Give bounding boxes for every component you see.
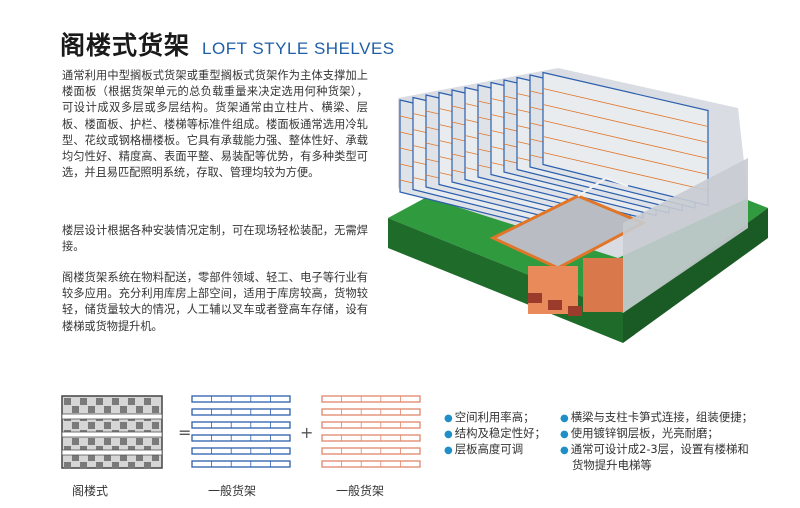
checker-cell xyxy=(88,406,95,413)
checker-cell xyxy=(120,454,127,461)
checker-cell xyxy=(120,438,127,445)
workstations xyxy=(528,293,582,316)
loft-shelf-beam xyxy=(61,449,163,456)
checker-cell xyxy=(104,438,111,445)
checker-cell xyxy=(72,406,79,413)
caption-loft: 阁楼式 xyxy=(72,484,109,498)
shelf-level xyxy=(191,434,291,442)
plus-sign: + xyxy=(300,423,313,442)
features-left: ●空间利用率高； ●结构及稳定性好； ●层板高度可调 xyxy=(444,410,546,458)
checker-cell xyxy=(120,406,127,413)
shelf-level xyxy=(321,460,421,468)
shelf-level xyxy=(321,434,421,442)
checker-cell xyxy=(104,454,111,461)
checker-cell xyxy=(104,406,111,413)
shelf-level xyxy=(321,408,421,416)
shelf-level xyxy=(191,395,291,403)
paragraph-application: 阁楼货架系统在物料配送，零部件领域、轻工、电子等行业有较多应用。充分利用库房上部… xyxy=(62,271,368,333)
checker-cell xyxy=(96,462,103,469)
title-row: 阁楼式货架 LOFT STYLE SHELVES xyxy=(60,26,395,60)
checker-cell xyxy=(88,454,95,461)
caption-normal-shelf-2: 一般货架 xyxy=(336,484,385,498)
checker-cell xyxy=(152,406,159,413)
shelf-beam xyxy=(542,152,709,191)
checker-cell xyxy=(64,398,71,405)
checker-cell xyxy=(104,422,111,429)
checker-cell xyxy=(112,446,119,453)
shelf-beam xyxy=(542,104,709,143)
loft-shelf-illustration xyxy=(388,68,768,343)
shelf-level xyxy=(191,421,291,429)
shelf-level xyxy=(321,447,421,455)
feature-item: 货物提升电梯等 xyxy=(572,458,652,472)
normal-shelf-orange xyxy=(321,395,421,468)
feature-item: ●空间利用率高； xyxy=(444,410,535,424)
checker-cell xyxy=(136,422,143,429)
checker-cell xyxy=(136,438,143,445)
checker-cell xyxy=(80,462,87,469)
shelf-level xyxy=(191,447,291,455)
checker-cell xyxy=(152,422,159,429)
shelf-level xyxy=(321,421,421,429)
loft-shelf-diagram xyxy=(61,395,163,469)
title-english: LOFT STYLE SHELVES xyxy=(202,39,395,58)
checker-cell xyxy=(72,454,79,461)
feature-item: ●使用镀锌钢层板，光亮耐磨； xyxy=(560,426,719,440)
checker-cell xyxy=(128,398,135,405)
checker-cell xyxy=(80,446,87,453)
stair-rail xyxy=(577,176,629,197)
checker-cell xyxy=(88,438,95,445)
checker-cell xyxy=(72,422,79,429)
upper-shelf-rows xyxy=(398,68,748,258)
lower-compartments xyxy=(528,258,623,314)
title-chinese: 阁楼式货架 xyxy=(60,31,191,60)
paragraph-installation: 楼层设计根据各种安装情况定制，可在现场轻松装配，无需焊接。 xyxy=(62,224,368,254)
shelf-level xyxy=(191,408,291,416)
shelf-beam xyxy=(542,120,709,159)
checker-cell xyxy=(152,438,159,445)
loft-shelf-beam xyxy=(61,431,163,438)
feature-item: ●结构及稳定性好； xyxy=(444,426,546,440)
shelf-level xyxy=(191,460,291,468)
checker-cell xyxy=(128,462,135,469)
checker-cell xyxy=(120,422,127,429)
composition-diagram: = + xyxy=(61,395,421,469)
shelf-level xyxy=(321,395,421,403)
checker-cell xyxy=(144,446,151,453)
checker-cell xyxy=(128,446,135,453)
feature-item: ●通常可设计成2-3层，设置有楼梯和 xyxy=(560,442,749,456)
caption-normal-shelf-1: 一般货架 xyxy=(208,484,257,498)
equals-sign: = xyxy=(178,423,191,442)
checker-cell xyxy=(136,454,143,461)
checker-cell xyxy=(72,438,79,445)
shelf-beam xyxy=(542,88,709,127)
checker-cell xyxy=(152,454,159,461)
shelf-beam xyxy=(542,136,709,175)
checker-cell xyxy=(96,446,103,453)
feature-item: ●横梁与支柱卡笋式连接，组装便捷； xyxy=(560,410,753,424)
checker-cell xyxy=(112,462,119,469)
loft-shelf-beam xyxy=(61,413,163,420)
checker-cell xyxy=(64,446,71,453)
checker-cell xyxy=(136,406,143,413)
normal-shelf-blue xyxy=(191,395,291,468)
checker-cell xyxy=(112,398,119,405)
paragraph-intro: 通常利用中型搁板式货架或重型搁板式货架作为主体支撑加上楼面板（根据货架单元的总负… xyxy=(62,69,368,180)
checker-cell xyxy=(96,398,103,405)
checker-cell xyxy=(144,398,151,405)
feature-item: ●层板高度可调 xyxy=(444,442,524,456)
checker-cell xyxy=(144,462,151,469)
checker-cell xyxy=(88,422,95,429)
checker-cell xyxy=(80,398,87,405)
checker-cell xyxy=(64,462,71,469)
features-right: ●横梁与支柱卡笋式连接，组装便捷； ●使用镀锌钢层板，光亮耐磨； ●通常可设计成… xyxy=(560,410,753,473)
